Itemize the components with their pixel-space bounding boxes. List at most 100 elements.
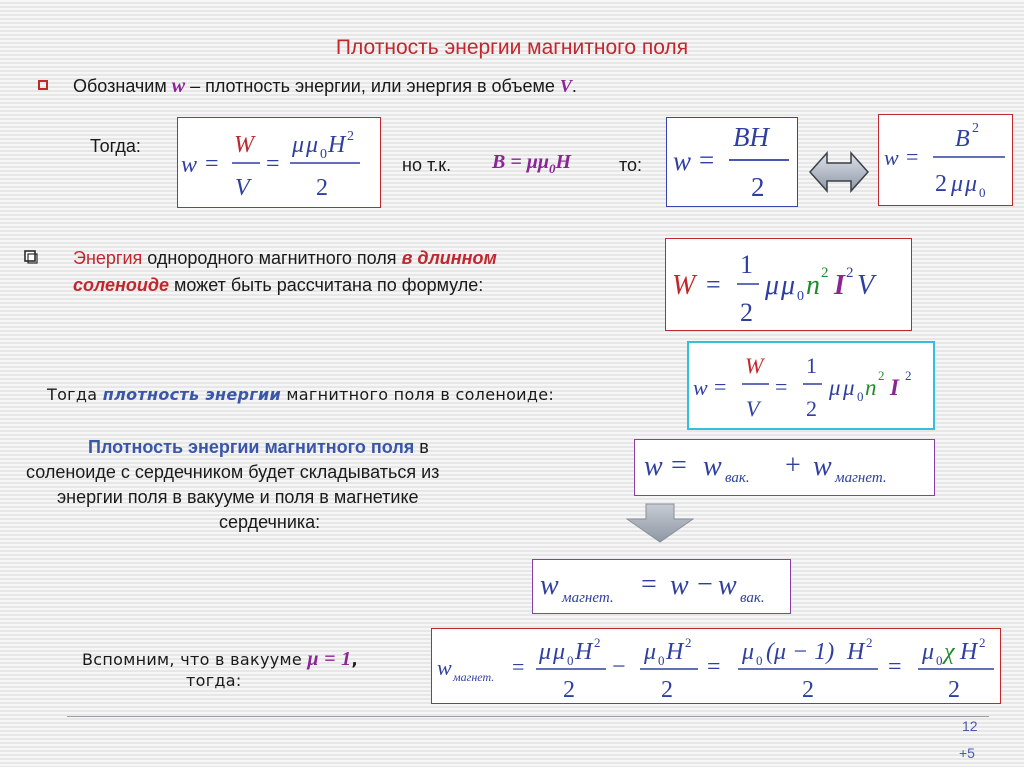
- f8-t4-den2: 2: [948, 677, 960, 703]
- bullet-1-pre: Обозначим: [73, 76, 172, 96]
- f7-w-magnet: w: [540, 570, 559, 601]
- vspomnim-comma: ,: [351, 650, 358, 669]
- f8-t2-den2: 2: [661, 677, 673, 703]
- footer-divider: [67, 716, 989, 717]
- f5-W: W: [745, 353, 765, 378]
- f8-t3-H: H: [846, 639, 866, 665]
- f7-w-vak: w: [718, 570, 737, 601]
- bullet-1-mid: – плотность энергии, или энергия в объем…: [185, 76, 560, 96]
- f5-n: n: [865, 375, 877, 400]
- f8-t1-mu0: μ: [552, 639, 565, 665]
- f2-den2: 2: [751, 172, 765, 202]
- f4-sub0: 0: [797, 289, 804, 304]
- f8-t1-mu: μ: [538, 639, 551, 665]
- core-paragraph-highlight: Плотность энергии магнитного поля: [88, 437, 415, 457]
- core-paragraph-l1: в: [414, 437, 429, 457]
- vspomnim-line-2: тогда:: [186, 671, 242, 690]
- formula-w-eq-wvak-plus-wmagnet: w = w вак. + w магнет.: [644, 450, 887, 486]
- f5-V: V: [746, 396, 762, 421]
- f8-t1-sub0: 0: [567, 653, 574, 668]
- f1-eq2: =: [266, 151, 280, 177]
- f1-V: V: [235, 175, 252, 201]
- formula-box-w-energy-density: w = W V = μ μ 0 H 2 2: [177, 117, 381, 208]
- f6-magnet-sub: магнет.: [834, 470, 887, 486]
- f8-t1-H: H: [574, 639, 594, 665]
- formula-w-eq-B2-over-2mumu0: w = B 2 2 μ μ 0: [884, 121, 1005, 200]
- f3-w: w: [884, 145, 899, 170]
- f5-eq1: =: [714, 374, 726, 399]
- bullet-2-long: в длинном: [401, 248, 497, 268]
- f8-t2-mu0: μ: [643, 639, 656, 665]
- f1-den2: 2: [316, 175, 328, 201]
- f8-t4-sub0: 0: [936, 653, 943, 668]
- f2-BH: BH: [733, 122, 770, 152]
- slide-title: Плотность энергии магнитного поля: [335, 36, 689, 59]
- f8-t3-mu0: μ: [741, 639, 754, 665]
- vspomnim-pre: Вспомним, что в вакууме: [82, 650, 308, 669]
- f7-minus: −: [697, 569, 713, 600]
- f4-n: n: [806, 270, 820, 301]
- f1-eq1: =: [205, 151, 219, 177]
- down-arrow-icon: [626, 503, 694, 543]
- f7-eq: =: [641, 569, 657, 600]
- f1-W: W: [234, 132, 256, 158]
- f8-t2-sub0: 0: [658, 653, 665, 668]
- togda-2-pre: Тогда: [47, 385, 103, 404]
- f4-V: V: [857, 270, 877, 301]
- f8-t4-H: H: [959, 639, 979, 665]
- f4-n-sup2: 2: [821, 265, 829, 281]
- f4-eq: =: [706, 270, 721, 299]
- vspomnim-line-1: Вспомним, что в вакууме μ = 1,: [82, 648, 358, 671]
- f3-sub0: 0: [979, 185, 986, 200]
- f8-minus: −: [612, 654, 626, 680]
- formula-w-eq-BH-over-2: w = BH 2: [673, 122, 789, 202]
- bullet-1-text: Обозначим w – плотность энергии, или эне…: [73, 75, 577, 98]
- b-eq-H: H: [555, 151, 572, 173]
- f3-sup2: 2: [972, 121, 979, 136]
- core-paragraph-line-2: соленоиде с сердечником будет складывать…: [26, 462, 440, 482]
- f8-t4-chi: χ: [942, 639, 956, 665]
- f8-w: w: [437, 655, 452, 680]
- formula-box-solenoid-energy: W = 1 2 μ μ 0 n 2 I 2 V: [665, 238, 912, 331]
- f3-mu0: μ: [964, 171, 977, 197]
- f1-mu: μ: [291, 132, 304, 158]
- f6-w-vak: w: [703, 451, 722, 482]
- bullet-2-line-1: Энергия однородного магнитного поля в дл…: [73, 248, 497, 269]
- f5-I: I: [889, 375, 900, 400]
- bullet-2-solenoid: соленоиде: [73, 275, 169, 295]
- f5-mu0: μ: [842, 375, 855, 400]
- f4-W: W: [672, 270, 698, 301]
- f7-w: w: [670, 570, 689, 601]
- f1-mu0: μ: [305, 132, 318, 158]
- formula-wmagnet-eq-w-minus-wvak: w магнет. = w − w вак.: [540, 569, 765, 606]
- f8-t2-sup2: 2: [685, 635, 692, 650]
- f8-t1-sup2: 2: [594, 635, 601, 650]
- f3-mu: μ: [950, 171, 963, 197]
- f8-eq1: =: [512, 654, 524, 679]
- bullet-2-energy: Энергия: [73, 248, 143, 268]
- f4-den2: 2: [740, 298, 753, 327]
- f5-n-sup2: 2: [878, 368, 885, 383]
- f4-I: I: [833, 270, 846, 301]
- f6-w-magnet: w: [813, 451, 832, 482]
- f4-I-sup2: 2: [846, 265, 854, 281]
- f8-t3-mu-minus-1: (μ − 1): [766, 639, 834, 665]
- f5-num1: 1: [806, 353, 817, 378]
- formula-box-w-magnet-chi: w магнет. = μ μ 0 H 2 2 − μ 0 H 2 2 = μ …: [431, 628, 1001, 704]
- f5-I-sup2: 2: [905, 368, 912, 383]
- formula-w-solenoid-density: w = W V = 1 2 μ μ 0 n 2 I 2: [693, 353, 912, 421]
- f6-vak-sub: вак.: [725, 470, 750, 486]
- f1-H: H: [327, 132, 347, 158]
- togda-2-highlight: плотность энергии: [102, 385, 281, 404]
- f4-mu: μ: [764, 270, 779, 301]
- f3-eq: =: [906, 144, 918, 169]
- bullet-2-line-2: соленоиде может быть рассчитана по форму…: [73, 275, 483, 296]
- f6-w: w: [644, 451, 663, 482]
- formula-W-solenoid: W = 1 2 μ μ 0 n 2 I 2 V: [672, 250, 877, 327]
- f4-num1: 1: [740, 250, 753, 279]
- f8-t2-H: H: [665, 639, 685, 665]
- f8-t3-sub0: 0: [756, 653, 763, 668]
- bullet-1-v: V: [559, 76, 572, 96]
- togda-line-2: Тогда плотность энергии магнитного поля …: [47, 385, 554, 404]
- formula-wmagnet-chi-derivation: w магнет. = μ μ 0 H 2 2 − μ 0 H 2 2 = μ …: [437, 635, 994, 703]
